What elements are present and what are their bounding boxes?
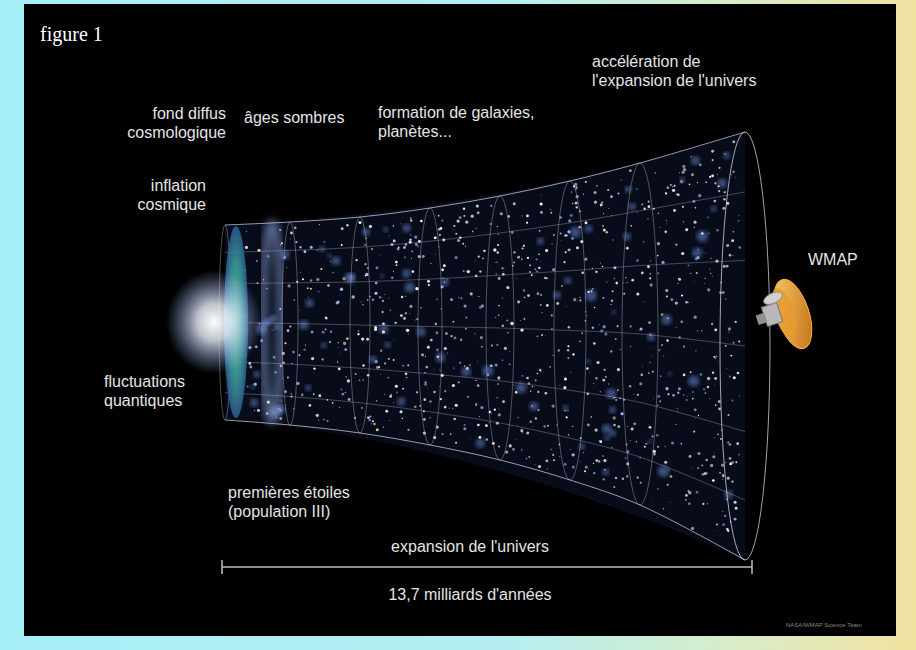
first-stars-band [263, 223, 281, 421]
era-label: inflation cosmique [108, 176, 206, 214]
expansion-grid [219, 132, 770, 560]
wmap-satellite [756, 275, 820, 353]
era-label: accélération de l'expansion de l'univers [592, 52, 782, 90]
figure-number: figure 1 [40, 22, 180, 46]
era-label: premières étoiles (population III) [228, 483, 418, 521]
axis-label: expansion de l'univers [300, 537, 640, 556]
cone-body [225, 132, 745, 560]
duration-label: 13,7 milliards d'années [300, 585, 640, 604]
big-bang-glow [166, 270, 262, 374]
era-label: fluctuations quantiques [104, 372, 216, 410]
satellite-label: WMAP [808, 250, 888, 269]
image-credit: NASA/WMAP Science Team [786, 622, 892, 629]
era-label: formation de galaxies, planètes... [378, 103, 578, 141]
era-label: âges sombres [244, 108, 374, 127]
era-label: fond diffus cosmologique [112, 104, 226, 142]
timeline-bracket [222, 560, 752, 574]
